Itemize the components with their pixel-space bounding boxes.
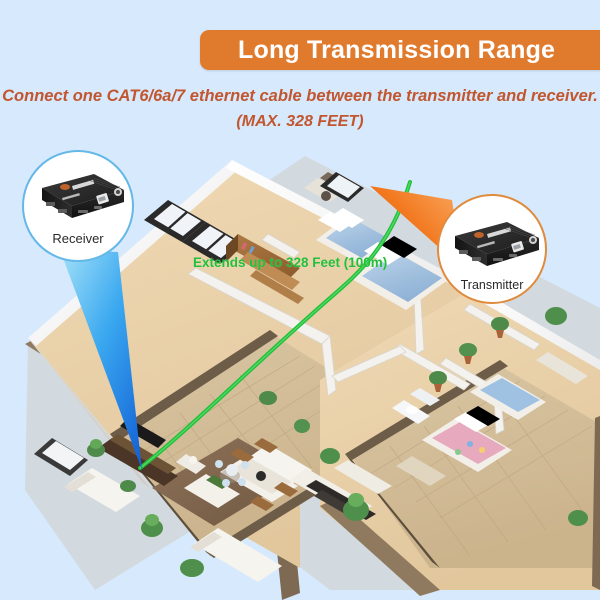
bathroom	[392, 388, 440, 424]
plants	[87, 307, 588, 577]
callout-transmitter[interactable]: Transmitter	[437, 194, 547, 304]
plant	[343, 493, 369, 521]
subtitle-block: Connect one CAT6/6a/7 ethernet cable bet…	[0, 84, 600, 134]
cable-range-label: Extends up to 328 Feet (100m)	[193, 255, 388, 270]
plant	[491, 317, 509, 338]
subtitle-line-1: Connect one CAT6/6a/7 ethernet cable bet…	[2, 87, 598, 105]
plant	[141, 514, 163, 537]
patio-set-left	[215, 460, 249, 487]
receiver-device-image	[32, 170, 128, 232]
plant	[459, 343, 477, 364]
plant	[545, 307, 567, 325]
receiver-label: Receiver	[52, 231, 104, 246]
plant	[180, 559, 204, 577]
plant	[568, 510, 588, 526]
plant	[294, 419, 310, 433]
plant	[429, 371, 447, 392]
plant	[320, 448, 340, 464]
transmitter-label: Transmitter	[460, 278, 524, 292]
kids-bedroom	[422, 352, 588, 472]
plant	[259, 391, 277, 405]
page-title: Long Transmission Range	[238, 35, 556, 64]
plant	[120, 480, 136, 492]
transmitter-device-image	[445, 216, 543, 278]
subtitle-line-2: (MAX. 328 FEET)	[236, 113, 364, 130]
callout-receiver[interactable]: Receiver	[22, 150, 134, 262]
wardrobe-row	[226, 234, 304, 304]
interior-walls	[187, 233, 541, 435]
title-banner: Long Transmission Range	[200, 30, 600, 70]
patio-lounger-right	[396, 456, 446, 486]
